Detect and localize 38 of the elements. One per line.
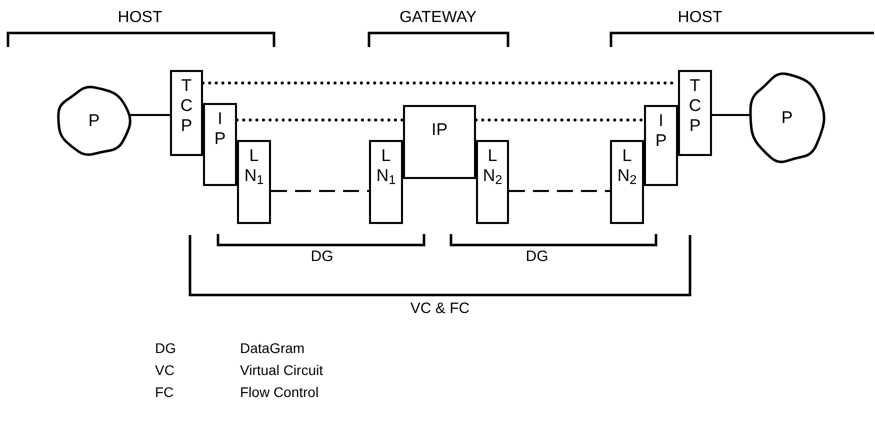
node-label: P — [781, 107, 793, 129]
bracket-label: HOST — [678, 8, 722, 28]
protocol-box — [170, 70, 203, 156]
protocol-box — [476, 140, 509, 224]
abbreviation-meaning: Virtual Circuit — [240, 362, 323, 380]
abbreviation: VC — [155, 362, 174, 380]
protocol-box — [237, 140, 271, 224]
protocol-box — [610, 140, 644, 224]
dashed-line — [271, 190, 369, 192]
abbreviation-meaning: Flow Control — [240, 384, 319, 402]
node-label: L N$_{2}$ — [617, 146, 637, 186]
protocol-box — [678, 70, 712, 156]
bracket-label: HOST — [118, 8, 162, 28]
protocol-box — [403, 105, 476, 179]
node-label: T C P — [180, 76, 193, 136]
dotted-line — [236, 118, 404, 122]
connector-line — [130, 114, 170, 116]
node-label: L N$_{1}$ — [244, 146, 264, 186]
bracket-label: DG — [310, 248, 334, 267]
dashed-line — [509, 190, 610, 192]
bracket-label: GATEWAY — [399, 8, 477, 28]
protocol-box — [369, 140, 403, 224]
node-label: IP — [431, 119, 448, 140]
node-label: T C P — [688, 76, 702, 136]
abbreviation: DG — [155, 340, 176, 358]
node-label: I P — [214, 109, 226, 149]
connector-line — [712, 114, 750, 116]
protocol-box — [644, 105, 678, 186]
dotted-line — [474, 118, 646, 122]
bracket-label: VC & FC — [410, 300, 470, 319]
bracket-label: DG — [526, 248, 548, 267]
node-label: P — [88, 110, 100, 132]
node-label: I P — [655, 111, 667, 151]
abbreviation-meaning: DataGram — [240, 340, 305, 358]
protocol-box — [203, 103, 237, 186]
node-label: L N$_{1}$ — [376, 146, 396, 186]
node-label: L N$_{2}$ — [482, 146, 502, 186]
abbreviation: FC — [155, 384, 174, 402]
